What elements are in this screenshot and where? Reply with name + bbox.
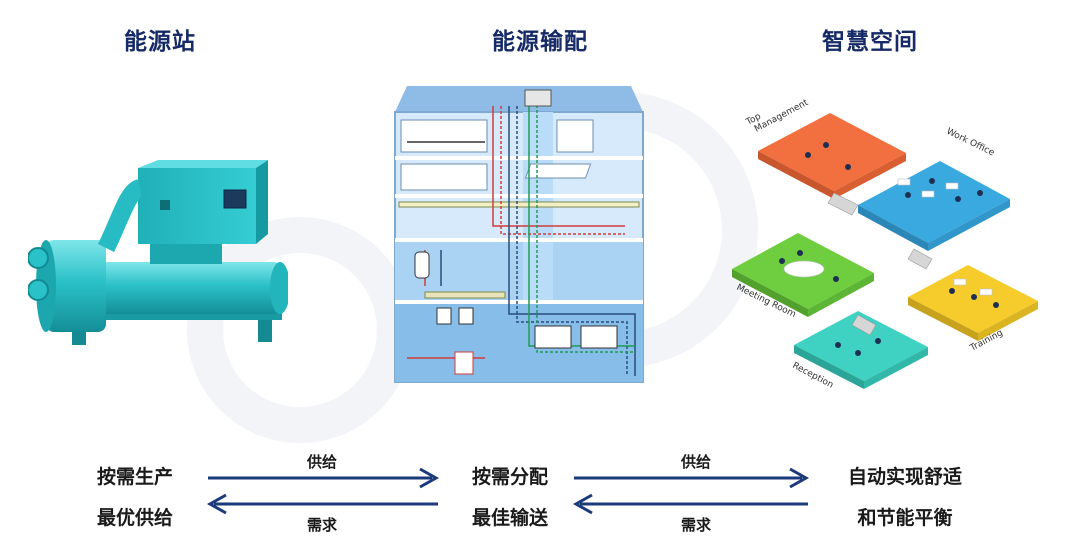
chiller-lower-cylinder xyxy=(68,262,280,314)
pump-unit xyxy=(534,325,572,349)
chiller-illustration xyxy=(28,160,288,345)
chiller-left-cylinder xyxy=(46,240,106,332)
supply-label-right: 供给 xyxy=(680,453,711,471)
text-produce-on-demand: 按需生产 xyxy=(96,466,173,488)
floor-work-office xyxy=(858,161,1010,243)
text-distribute-on-demand: 按需分配 xyxy=(471,466,548,488)
cooling-tower xyxy=(524,89,552,107)
building-schematic xyxy=(394,86,644,383)
chiller-base xyxy=(62,310,282,320)
heading-smart-space: 智慧空间 xyxy=(822,29,918,55)
text-energy-balance: 和节能平衡 xyxy=(857,507,953,529)
demand-label-left: 需求 xyxy=(306,516,337,534)
heat-exchanger xyxy=(454,351,474,375)
floor-top-management xyxy=(758,113,906,191)
control-panel xyxy=(223,189,247,209)
supply-label-left: 供给 xyxy=(306,453,337,471)
storage-tank xyxy=(414,251,430,279)
building-roof xyxy=(395,86,643,112)
heading-energy-distribution: 能源输配 xyxy=(492,29,588,55)
heading-energy-station: 能源站 xyxy=(124,29,196,55)
boiler-unit xyxy=(458,307,474,325)
text-best-delivery: 最佳输送 xyxy=(471,507,548,529)
demand-label-right: 需求 xyxy=(680,516,711,534)
boiler-unit xyxy=(436,307,452,325)
floor-reception xyxy=(794,311,928,381)
text-optimal-supply: 最优供给 xyxy=(96,507,173,529)
smart-space-illustration: TopManagement Work Office Meeting Room T… xyxy=(732,98,1038,391)
pump-unit xyxy=(580,325,618,349)
text-auto-comfort: 自动实现舒适 xyxy=(847,466,962,488)
label-work-office: Work Office xyxy=(945,127,996,159)
